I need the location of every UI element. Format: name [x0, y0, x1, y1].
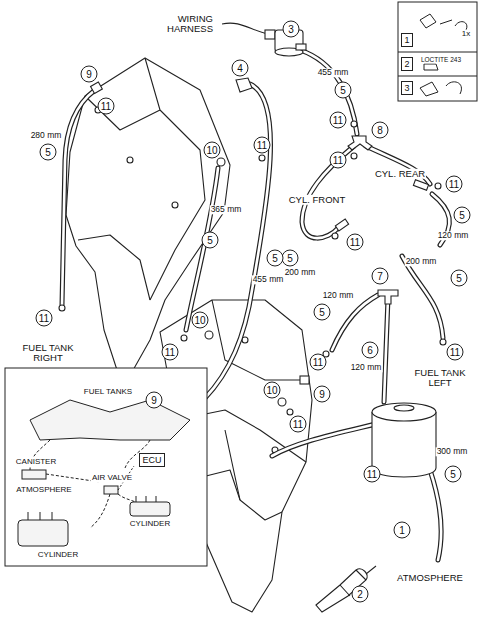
callout-number: 11 [446, 176, 463, 193]
callout-number: 10 [264, 382, 281, 399]
part-label: CYL. REAR [374, 169, 426, 179]
dimension-label: 280 mm [30, 131, 63, 140]
callout-number: 2 [352, 586, 369, 603]
callout-number: 5 [454, 207, 471, 224]
box-text: ECU [142, 455, 161, 465]
part-label: CANISTER [15, 458, 57, 467]
callout-number: 11 [347, 234, 364, 251]
part-label: CYLINDER [129, 520, 171, 529]
callout-number: 10 [192, 312, 209, 329]
part-label: WIRING HARNESS [150, 14, 214, 35]
dimension-label: 120 mm [322, 291, 355, 300]
callout-number: 11 [98, 98, 115, 115]
callout-number: 9 [81, 66, 98, 83]
part-label: 1x [461, 30, 471, 39]
box-text: 1 [404, 35, 409, 45]
step-box: 2 [401, 57, 413, 71]
callout-number: 4 [232, 60, 249, 77]
dimension-label: 200 mm [284, 268, 317, 277]
callout-number: 11 [364, 466, 381, 483]
box-text: 2 [404, 59, 409, 69]
part-label: LOCTITE 243 [421, 56, 461, 63]
callout-number: 5 [451, 270, 468, 287]
callout-number: 11 [254, 137, 271, 154]
part-label: CYL. FRONT [288, 195, 346, 205]
callout-number: 5 [282, 250, 299, 267]
callout-number: 11 [330, 152, 347, 169]
dimension-label: 455 mm [317, 68, 350, 77]
part-label: FUEL TANK RIGHT [12, 343, 84, 364]
callout-number: 10 [204, 142, 221, 159]
callout-number: 5 [314, 304, 331, 321]
callout-number: 5 [267, 250, 284, 267]
callout-number: 11 [290, 416, 307, 433]
callout-number: 1 [394, 522, 411, 539]
step-box: 3 [401, 81, 413, 95]
part-label: ATMOSPHERE [396, 573, 464, 583]
callout-number: 9 [314, 386, 331, 403]
callout-number: 7 [372, 268, 389, 285]
callout-number: 5 [40, 144, 57, 161]
callout-number: 9 [146, 392, 163, 409]
callout-number: 11 [447, 344, 464, 361]
part-label: FUEL TANKS [83, 388, 133, 397]
dimension-label: 120 mm [350, 363, 383, 372]
callout-number: 11 [36, 310, 53, 327]
box-text: 3 [404, 83, 409, 93]
callout-number: 5 [335, 82, 352, 99]
dimension-label: 300 mm [436, 447, 469, 456]
callout-number: 5 [202, 232, 219, 249]
step-box: 1 [401, 33, 413, 47]
part-label: FUEL TANK LEFT [406, 368, 474, 389]
callout-number: 5 [445, 466, 462, 483]
dimension-label: 200 mm [405, 257, 438, 266]
dimension-label: 455 mm [252, 275, 285, 284]
callout-number: 8 [372, 122, 389, 139]
dimension-label: 365 mm [210, 205, 243, 214]
callout-number: 11 [162, 344, 179, 361]
ecu-box: ECU [139, 453, 165, 467]
part-label: ATMOSPHERE [15, 486, 72, 495]
callout-number: 11 [330, 112, 347, 129]
callout-number: 3 [283, 21, 300, 38]
part-label: AIR VALVE [91, 474, 133, 483]
callout-number: 11 [310, 354, 327, 371]
part-label: CYLINDER [37, 551, 79, 560]
dimension-label: 120 mm [437, 231, 470, 240]
callout-number: 6 [362, 342, 379, 359]
